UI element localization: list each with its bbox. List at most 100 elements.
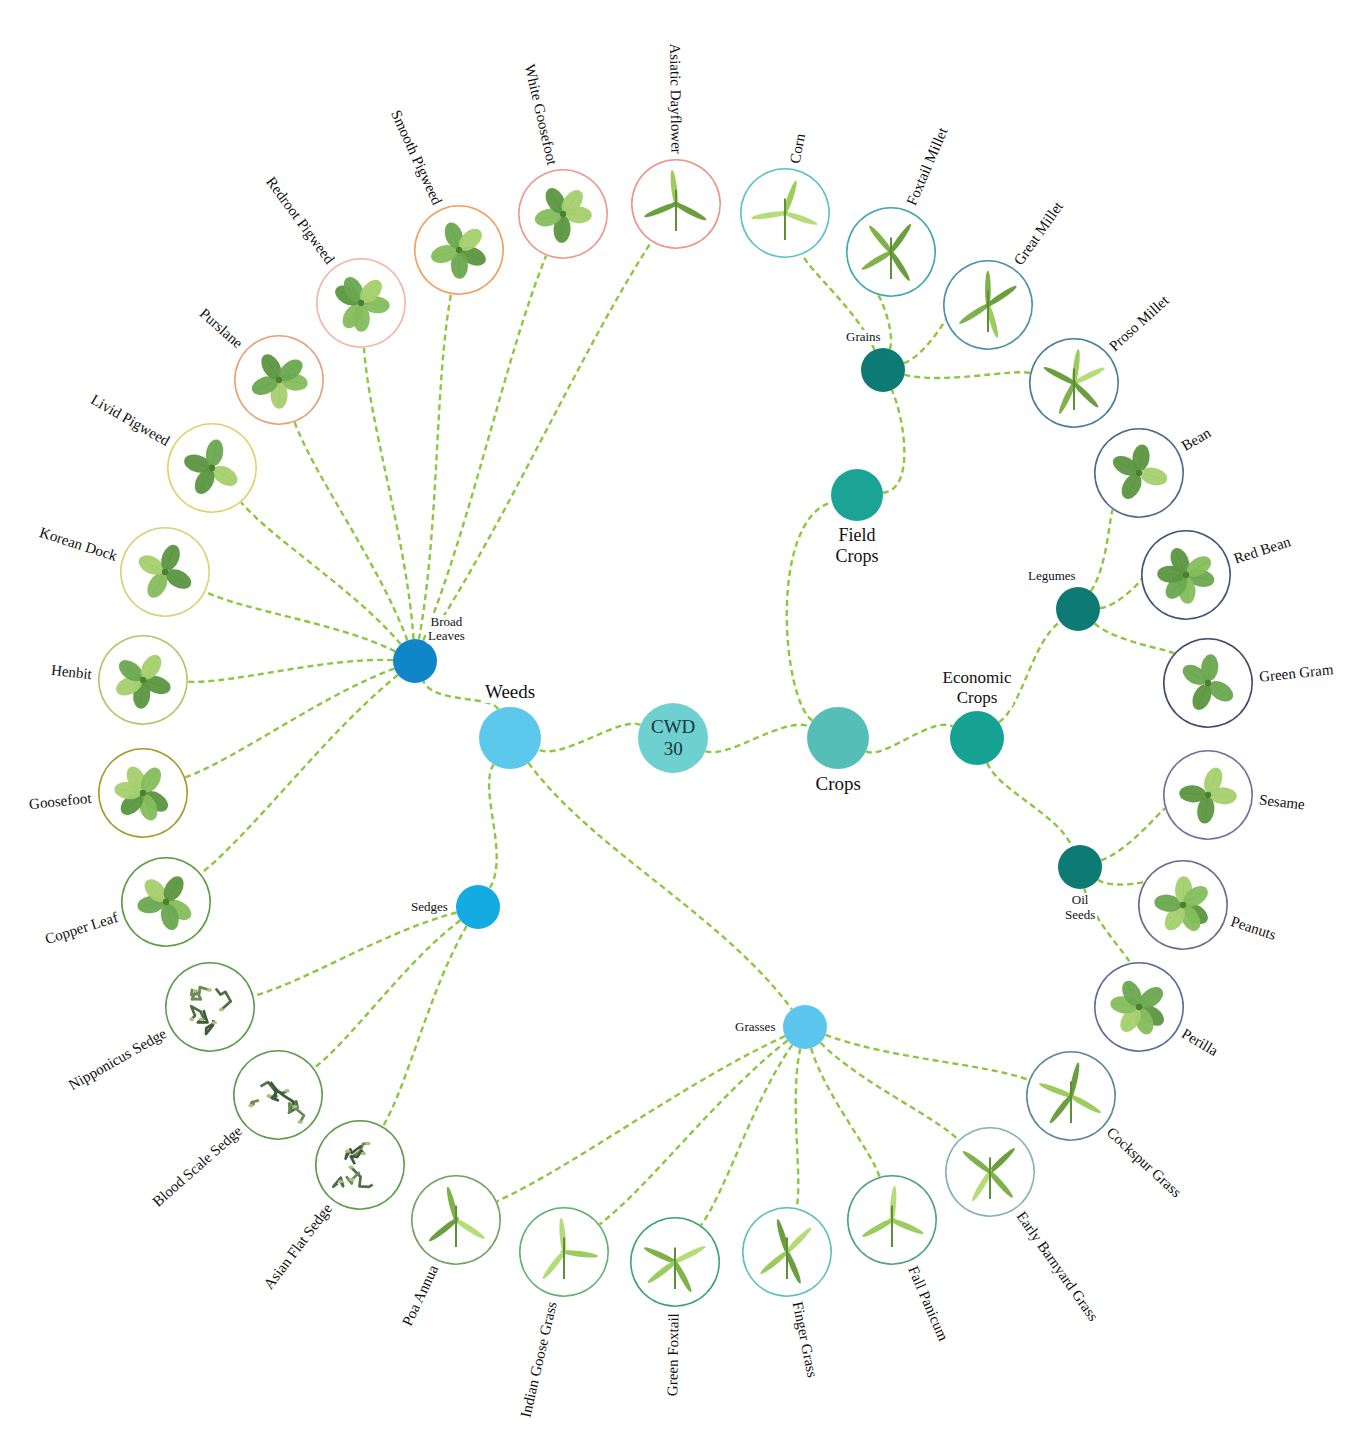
category-circle: Legumes	[1056, 587, 1100, 631]
dashed-connector	[987, 763, 1071, 847]
dashed-connector	[787, 502, 832, 721]
leaf-blade	[257, 351, 285, 383]
category-label: Weeds	[483, 681, 537, 703]
species-circle: Early Barnyard Grass	[945, 1127, 1035, 1217]
plant-photo	[1094, 962, 1184, 1052]
dashed-connector	[383, 926, 467, 1126]
species-label: Bean	[1179, 425, 1214, 455]
dashed-connector	[427, 242, 652, 643]
dashed-connector	[364, 348, 414, 639]
species-label: Great Millet	[1010, 198, 1067, 268]
plant-photo	[519, 1207, 609, 1297]
species-label: Smooth Pigweed	[387, 107, 445, 207]
plant-photo	[1138, 860, 1228, 950]
leaf-blade	[1200, 653, 1220, 682]
species-circle: Cockspur Grass	[1026, 1051, 1116, 1141]
plant-photo	[234, 335, 324, 425]
plant-photo	[1163, 638, 1253, 728]
category-label: Grains	[844, 330, 883, 345]
leaf-centre	[163, 899, 169, 905]
species-circle: Corn	[740, 168, 830, 258]
plant-photo	[1029, 338, 1119, 428]
dashed-connector	[205, 592, 395, 652]
category-label: Broad Leaves	[426, 615, 467, 645]
plant-photo	[315, 1120, 405, 1210]
species-circle: Goosefoot	[98, 748, 188, 838]
plant-photo	[1141, 530, 1231, 620]
dashed-connector	[539, 724, 641, 752]
leaf-blade	[158, 542, 184, 573]
species-label: Peanuts	[1229, 913, 1279, 944]
sedge-stem	[333, 1178, 343, 1187]
sedge-spikelet	[298, 1120, 303, 1124]
species-circle: Green Gram	[1163, 638, 1253, 728]
dashed-connector	[497, 1036, 785, 1201]
sedge-stem	[198, 1010, 208, 1022]
leaf-centre	[162, 569, 168, 575]
leaf-centre	[1205, 792, 1211, 798]
species-circle: Redroot Pigweed	[316, 258, 406, 348]
leaf-blade	[137, 651, 166, 683]
plant-photo	[316, 258, 406, 348]
dashed-connector	[1100, 577, 1142, 608]
species-label: Cockspur Grass	[1103, 1124, 1185, 1201]
plant-photo	[167, 423, 257, 513]
species-label: Fall Panicum	[904, 1264, 951, 1344]
category-circle: Weeds	[479, 707, 541, 769]
species-circle: Blood Scale Sedge	[233, 1050, 323, 1140]
category-circle: Field Crops	[831, 469, 883, 521]
dashed-connector	[706, 725, 810, 752]
species-label: Korean Dock	[38, 524, 120, 565]
leaf-centre	[140, 677, 146, 683]
grass-blade	[781, 180, 799, 218]
grass-stem	[1070, 1082, 1072, 1123]
grass-blade	[751, 210, 789, 221]
species-circle: Proso Millet	[1029, 338, 1119, 428]
sedge-spikelet	[198, 1017, 203, 1021]
sedge-spikelet	[338, 1180, 343, 1184]
sedge-spikelet	[284, 1089, 289, 1093]
grass-stem	[890, 238, 892, 279]
species-circle: Purslane	[234, 335, 324, 425]
plant-photo	[98, 635, 188, 725]
category-circle: Broad Leaves	[393, 639, 437, 683]
dashed-connector	[1101, 809, 1165, 861]
plant-photo	[518, 169, 608, 259]
species-label: Indian Goose Grass	[518, 1300, 562, 1419]
leaf-blade	[204, 438, 225, 468]
sedge-spikelet	[248, 1104, 253, 1108]
dashed-connector	[883, 390, 904, 493]
dashed-connector	[701, 1045, 792, 1225]
leaf-centre	[1136, 470, 1142, 476]
dashed-connector	[866, 725, 953, 753]
plant-photo	[742, 1207, 832, 1297]
species-circle: Finger Grass	[742, 1207, 832, 1297]
sedge-stem	[289, 1103, 304, 1122]
species-circle: Livid Pigweed	[167, 423, 257, 513]
species-circle: Fall Panicum	[847, 1175, 937, 1265]
species-circle: Great Millet	[943, 260, 1033, 350]
species-label: Corn	[786, 132, 809, 165]
category-circle: CWD 30	[638, 703, 708, 773]
dashed-connector	[1095, 624, 1175, 654]
grass-blade	[445, 1186, 460, 1224]
sedge-stem	[346, 1146, 362, 1159]
leaf-blade	[1179, 784, 1207, 803]
dashed-connector	[600, 1041, 788, 1225]
leaf-blade	[1135, 983, 1167, 1013]
species-label: Redroot Pigweed	[262, 174, 338, 268]
dashed-connector	[811, 1048, 879, 1177]
species-label: Purslane	[196, 305, 246, 352]
grass-stem	[786, 1238, 788, 1279]
species-circle: Peanuts	[1138, 860, 1228, 950]
plant-photo	[846, 207, 936, 297]
species-label: Perilla	[1179, 1026, 1221, 1061]
grass-stem	[563, 1238, 565, 1279]
species-circle: Bean	[1094, 428, 1184, 518]
grass-stem	[455, 1206, 457, 1247]
plant-photo	[165, 962, 255, 1052]
grass-blade	[889, 1186, 898, 1224]
plant-photo	[631, 159, 721, 249]
category-label: CWD 30	[651, 716, 695, 760]
plant-photo	[98, 748, 188, 838]
